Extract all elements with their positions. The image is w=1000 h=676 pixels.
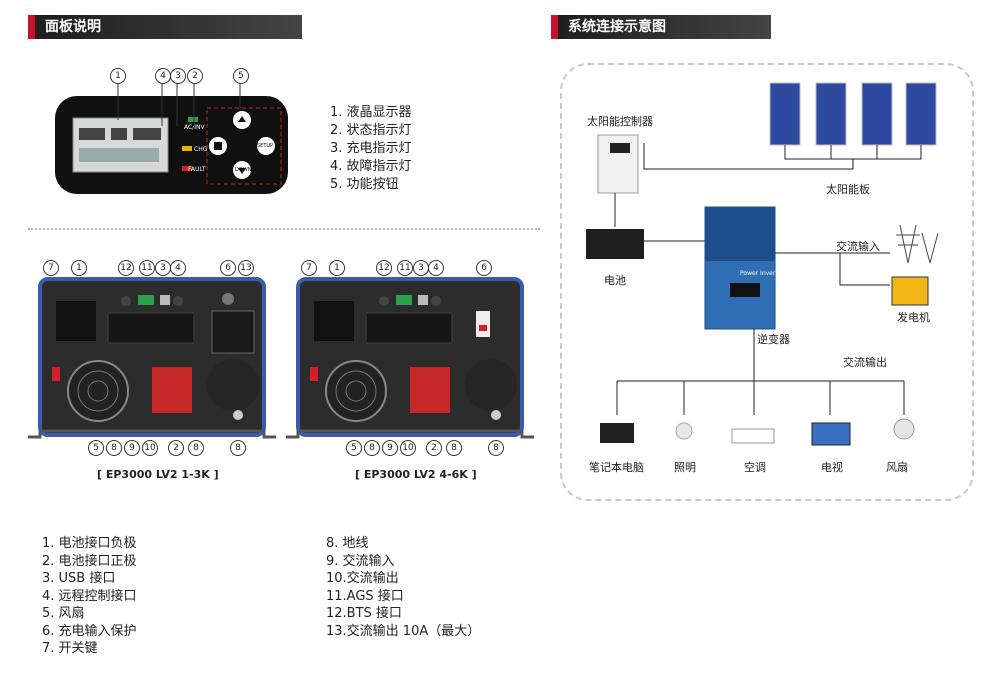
- model-right: [ EP3000 LV2 4-6K ]: [355, 468, 477, 481]
- callout-4: 4: [170, 260, 186, 276]
- callout-11: 11: [397, 260, 413, 276]
- generator-label: 发电机: [897, 311, 930, 324]
- callout-10: 10: [142, 440, 158, 456]
- callout-12: 12: [118, 260, 134, 276]
- section-divider: [28, 228, 540, 230]
- rear-legend-right: 8. 地线 9. 交流输入 10.交流输出 11.AGS 接口 12.BTS 接…: [326, 536, 481, 639]
- callout-5: 5: [346, 440, 362, 456]
- solar-controller-label: 太阳能控制器: [587, 115, 653, 128]
- television: [811, 422, 851, 446]
- fault-led: [182, 166, 192, 171]
- callout-6: 6: [476, 260, 492, 276]
- setup-label: SETUP: [257, 143, 274, 149]
- load-label-lighting: 照明: [674, 461, 696, 474]
- generator: [891, 276, 929, 306]
- system-diagram: [586, 82, 939, 446]
- legend-item: 1. 液晶显示器: [330, 105, 412, 120]
- callout-3: 3: [155, 260, 171, 276]
- callout-3: 3: [413, 260, 429, 276]
- callout-4: 4: [428, 260, 444, 276]
- model-left: [ EP3000 LV2 1-3K ]: [97, 468, 219, 481]
- chg-led: [182, 146, 192, 151]
- callout-7: 7: [301, 260, 317, 276]
- callout-3-front: 3: [170, 68, 186, 84]
- rear-panel-right: [286, 277, 534, 439]
- callout-6: 6: [220, 260, 236, 276]
- callout-11: 11: [139, 260, 155, 276]
- callout-10: 10: [400, 440, 416, 456]
- callout-9: 9: [124, 440, 140, 456]
- callout-8: 8: [364, 440, 380, 456]
- front-panel-details: [72, 107, 282, 185]
- ac-inv-led: [188, 117, 198, 122]
- chg-label: CHG: [194, 146, 208, 153]
- callout-1: 1: [71, 260, 87, 276]
- rear-legend-left: 1. 电池接口负极 2. 电池接口正极 3. USB 接口 4. 远程控制接口 …: [42, 536, 137, 656]
- callout-7: 7: [43, 260, 59, 276]
- callout-2: 2: [426, 440, 442, 456]
- callout-2: 2: [168, 440, 184, 456]
- load-label-tv: 电视: [821, 461, 843, 474]
- system-section-header: 系统连接示意图: [551, 15, 771, 39]
- callout-5-front: 5: [233, 68, 249, 84]
- power-tower: [896, 224, 939, 264]
- fan: [67, 360, 129, 422]
- callout-8c: 8: [488, 440, 504, 456]
- callout-9: 9: [382, 440, 398, 456]
- load-label-ac: 空调: [744, 461, 766, 474]
- callout-8c: 8: [230, 440, 246, 456]
- solar-panel-label: 太阳能板: [826, 183, 870, 196]
- callout-8b: 8: [446, 440, 462, 456]
- rear-panel-left: [28, 277, 276, 439]
- solar-panels: [769, 82, 937, 146]
- fan-load: [893, 418, 915, 440]
- down-label: DOWN: [235, 167, 252, 173]
- ac-input-label: 交流输入: [836, 240, 880, 253]
- callout-1: 1: [329, 260, 345, 276]
- battery-pos-terminal: [152, 367, 192, 413]
- fault-label: FAULT: [188, 166, 206, 173]
- legend-item: 3. 充电指示灯: [330, 141, 412, 156]
- legend-item: 2. 状态指示灯: [330, 123, 412, 138]
- callout-8b: 8: [188, 440, 204, 456]
- legend-item: 5. 功能按钮: [330, 177, 399, 192]
- callout-4-front: 4: [155, 68, 171, 84]
- ground-screw: [233, 410, 243, 420]
- inverter-brand: Power Inverter: [740, 270, 784, 277]
- callout-5: 5: [88, 440, 104, 456]
- load-label-laptop: 笔记本电脑: [589, 461, 644, 474]
- laptop: [600, 423, 634, 443]
- load-label-fan: 风扇: [886, 461, 908, 474]
- breaker: [476, 311, 490, 337]
- ac-output-label: 交流输出: [843, 356, 887, 369]
- callout-13: 13: [238, 260, 254, 276]
- callout-1-front: 1: [110, 68, 126, 84]
- panel-section-header: 面板说明: [28, 15, 302, 39]
- battery: [586, 229, 644, 259]
- air-conditioner: [731, 428, 775, 444]
- lcd-display: [72, 117, 169, 173]
- front-callout-lines: [117, 82, 241, 126]
- battery-neg-terminal: [56, 301, 96, 341]
- panel-legend: 1. 液晶显示器 2. 状态指示灯 3. 充电指示灯 4. 故障指示灯 5. 功…: [330, 104, 412, 194]
- callout-2-front: 2: [187, 68, 203, 84]
- battery-label: 电池: [604, 274, 626, 287]
- light-bulb: [675, 422, 693, 440]
- callout-12: 12: [376, 260, 392, 276]
- inverter-label: 逆变器: [757, 333, 790, 346]
- system-diagram-frame: [560, 63, 974, 501]
- ac-inv-label: AC/INV: [184, 124, 205, 131]
- power-switch: [52, 367, 60, 381]
- setup-button: [257, 137, 275, 155]
- ac-output-socket: [211, 310, 255, 354]
- callout-8: 8: [106, 440, 122, 456]
- legend-item: 4. 故障指示灯: [330, 159, 412, 174]
